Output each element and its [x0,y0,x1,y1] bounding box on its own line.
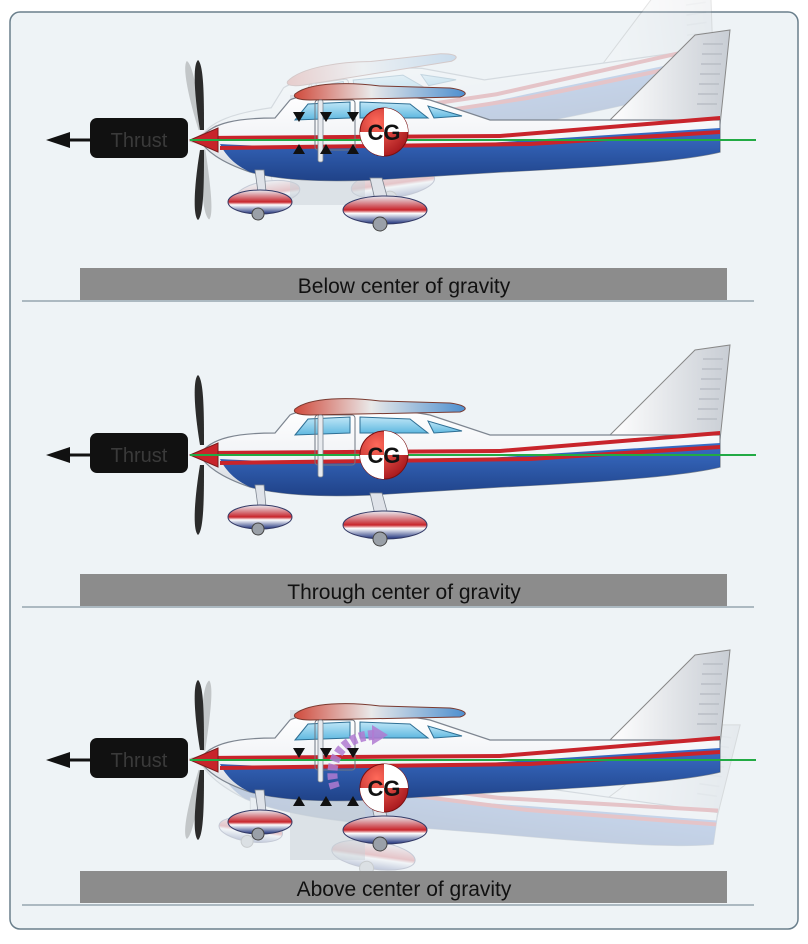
caption-bar [80,871,727,903]
cg-label: CG [368,120,401,145]
rotation-arrow [327,730,376,790]
panel-below: Thrust CG Below center of gravity [22,0,756,302]
thrust-box [90,118,188,158]
caption: Through center of gravity [287,581,521,604]
caption: Above center of gravity [297,878,512,901]
caption-bar [80,574,727,606]
rotation-arrowhead [372,725,388,745]
caption-bar [80,268,727,300]
thrust-arrowhead [46,132,70,148]
panel-through: Thrust CG Through center of gravity [22,344,756,608]
thrust-label: Thrust [111,445,168,467]
thrust-box [90,433,188,473]
cg-symbol: CG [359,107,409,157]
thrust-arrowhead [46,752,70,768]
panel-above: Thrust CG Above center of gravity [22,648,756,925]
thrust-label: Thrust [111,130,168,152]
caption: Below center of gravity [298,275,511,298]
cg-symbol: CG [359,430,409,480]
thrust-box [90,738,188,778]
cg-label: CG [368,776,401,801]
thrust-arrowhead [46,447,70,463]
force-arrows [293,112,359,154]
force-arrows [293,748,359,806]
thrust-label: Thrust [111,750,168,772]
cg-symbol: CG [359,763,409,813]
cg-label: CG [368,443,401,468]
